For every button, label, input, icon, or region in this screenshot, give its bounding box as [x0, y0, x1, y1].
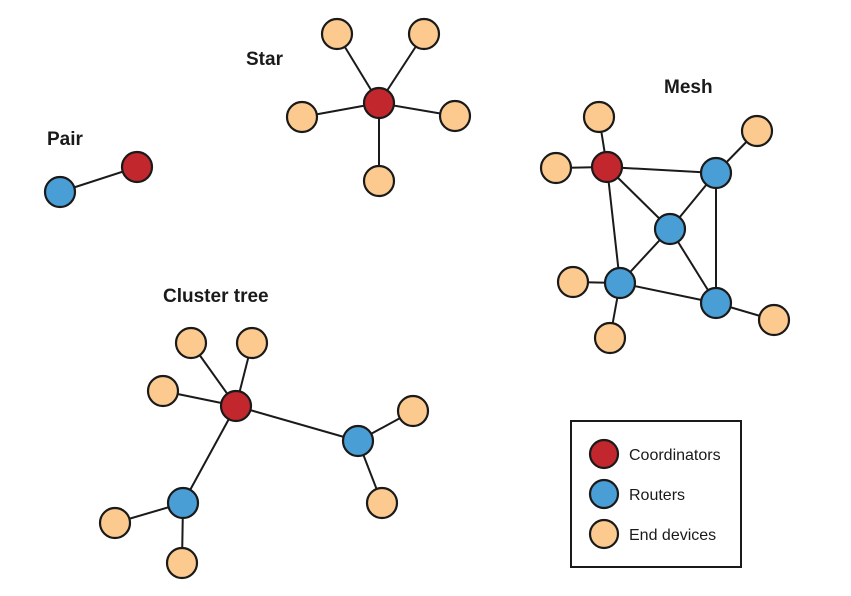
- legend-coordinator-swatch: [588, 438, 620, 470]
- router-node: [653, 212, 687, 246]
- end-device-node: [438, 99, 472, 133]
- end-device-node: [362, 164, 396, 198]
- nodes-layer: [43, 17, 791, 580]
- link-m_r3-m_r4: [619, 282, 717, 304]
- legend-end-device-swatch: [588, 518, 620, 550]
- end-device-node: [556, 265, 590, 299]
- end-device-node: [740, 114, 774, 148]
- legend: Coordinators Routers End devices: [570, 420, 742, 568]
- router-node: [603, 266, 637, 300]
- title-cluster-tree: Cluster tree: [163, 286, 269, 307]
- end-device-node: [146, 374, 180, 408]
- end-device-node: [593, 321, 627, 355]
- router-node: [699, 156, 733, 190]
- router-node: [699, 286, 733, 320]
- title-mesh: Mesh: [664, 77, 713, 98]
- legend-label-routers: Routers: [629, 487, 685, 504]
- coordinator-node: [362, 86, 396, 120]
- end-device-node: [165, 546, 199, 580]
- end-device-node: [582, 100, 616, 134]
- end-device-node: [235, 326, 269, 360]
- title-pair: Pair: [47, 129, 84, 150]
- link-m_c-m_r3: [606, 166, 621, 284]
- legend-label-coordinators: Coordinators: [629, 447, 721, 464]
- legend-router-swatch: [588, 478, 620, 510]
- coordinator-node: [120, 150, 154, 184]
- coordinator-node: [219, 389, 253, 423]
- legend-label-end-devices: End devices: [629, 527, 716, 544]
- end-device-node: [98, 506, 132, 540]
- end-device-node: [285, 100, 319, 134]
- end-device-node: [407, 17, 441, 51]
- end-device-node: [174, 326, 208, 360]
- link-m_c-m_r1: [606, 166, 717, 174]
- router-node: [341, 424, 375, 458]
- end-device-node: [757, 303, 791, 337]
- router-node: [43, 175, 77, 209]
- end-device-node: [320, 17, 354, 51]
- coordinator-node: [590, 150, 624, 184]
- link-t_c-t_r2: [182, 405, 237, 504]
- end-device-node: [539, 151, 573, 185]
- end-device-node: [396, 394, 430, 428]
- title-star: Star: [246, 49, 284, 70]
- link-t_c-t_r1: [235, 405, 359, 442]
- router-node: [166, 486, 200, 520]
- end-device-node: [365, 486, 399, 520]
